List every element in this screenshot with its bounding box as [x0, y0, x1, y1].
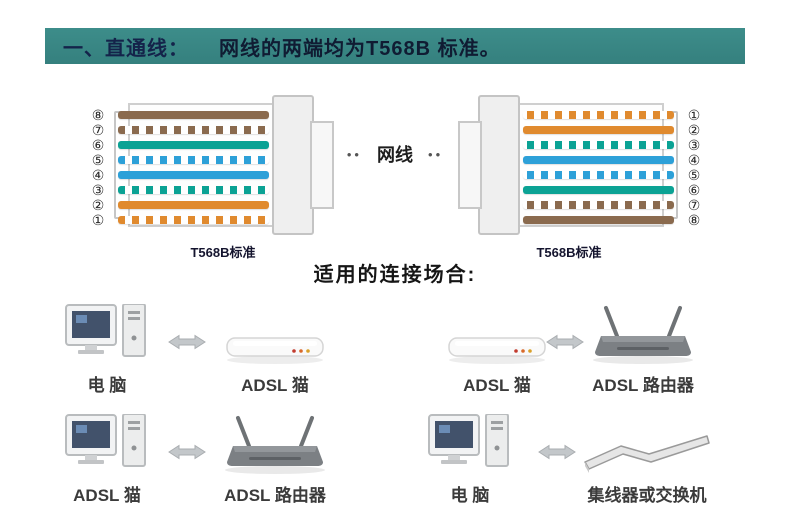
section-header: 一、直通线： 网线的两端均为T568B 标准。: [45, 28, 745, 64]
hub-switch-icon: [572, 410, 722, 476]
device-cell-computer: ADSL 猫: [52, 410, 162, 506]
wire-stripe: [523, 216, 674, 224]
connector-nose: [272, 95, 314, 235]
connector-tip: [458, 121, 482, 209]
pin-number: ②: [687, 122, 701, 138]
pin-number: ⑧: [91, 107, 105, 123]
cable-dots-right: ••: [428, 147, 444, 162]
wire-stripe: [523, 141, 674, 149]
device-label: 集线器或交换机: [587, 486, 707, 505]
computer-icon: [52, 300, 162, 366]
pin-number: ⑤: [91, 152, 105, 168]
wire-stripe: [523, 201, 674, 209]
cable-label: •• 网线 ••: [310, 141, 480, 167]
connector-body: [118, 103, 274, 227]
computer-icon: [52, 410, 162, 476]
left-pin-numbers: ⑧ ⑦ ⑥ ⑤ ④ ③ ② ①: [86, 108, 110, 228]
cable-dots-left: ••: [346, 147, 362, 162]
connector-nose: [478, 95, 520, 235]
device-label: ADSL 路由器: [592, 376, 694, 395]
wire-stripe: [118, 171, 269, 179]
pin-number: ①: [91, 212, 105, 228]
connector-body: [518, 103, 674, 227]
adsl-router-icon: [205, 410, 345, 476]
standard-label-right: T568B标准: [536, 245, 602, 260]
wire-stripe: [118, 201, 269, 209]
rj45-connector-right: [458, 95, 678, 235]
right-pin-numbers: ① ② ③ ④ ⑤ ⑥ ⑦ ⑧: [682, 108, 706, 228]
device-cell-adsl-modem: ADSL 猫: [432, 300, 562, 396]
rj45-connector-left: [114, 95, 334, 235]
wire-stripe: [523, 186, 674, 194]
double-arrow-icon: [538, 444, 576, 465]
double-arrow-icon: [546, 334, 584, 355]
pin-number: ⑥: [687, 182, 701, 198]
wire-stripe: [118, 111, 269, 119]
device-cell-computer: 电 脑: [52, 300, 162, 396]
device-label: ADSL 猫: [463, 376, 531, 395]
pin-number: ③: [91, 182, 105, 198]
device-label: ADSL 猫: [241, 376, 309, 395]
device-label: ADSL 猫: [73, 486, 141, 505]
device-cell-computer: 电 脑: [415, 410, 525, 506]
wire-stripe: [118, 186, 269, 194]
device-cell-hub-switch: 集线器或交换机: [572, 410, 722, 506]
wire-stripe: [523, 171, 674, 179]
double-arrow-icon: [168, 444, 206, 465]
pin-number: ⑥: [91, 137, 105, 153]
wire-stripe: [118, 156, 269, 164]
pin-number: ⑧: [687, 212, 701, 228]
double-arrow-icon: [168, 334, 206, 355]
device-cell-adsl-modem: ADSL 猫: [210, 300, 340, 396]
pin-number: ⑦: [687, 197, 701, 213]
adsl-router-icon: [578, 300, 708, 366]
pin-number: ①: [687, 107, 701, 123]
cable-text: 网线: [377, 145, 413, 165]
device-label: ADSL 路由器: [224, 486, 326, 505]
wire-stripe: [118, 216, 269, 224]
device-label: 电 脑: [87, 376, 127, 395]
section-description: 网线的两端均为T568B 标准。: [219, 37, 501, 60]
wire-stripe: [523, 156, 674, 164]
computer-icon: [415, 410, 525, 476]
pin-number: ⑤: [687, 167, 701, 183]
wire-stripe: [118, 141, 269, 149]
adsl-modem-icon: [210, 300, 340, 366]
wire-stripe: [523, 126, 674, 134]
device-cell-adsl-router: ADSL 路由器: [205, 410, 345, 506]
pin-number: ⑦: [91, 122, 105, 138]
pin-number: ②: [91, 197, 105, 213]
connector-tip: [310, 121, 334, 209]
wire-stripe: [523, 111, 674, 119]
pin-number: ③: [687, 137, 701, 153]
pin-number: ④: [91, 167, 105, 183]
device-cell-adsl-router: ADSL 路由器: [578, 300, 708, 396]
scenarios-title: 适用的连接场合:: [313, 264, 477, 286]
adsl-modem-icon: [432, 300, 562, 366]
pin-number: ④: [687, 152, 701, 168]
section-number: 一、直通线：: [63, 37, 189, 60]
device-label: 电 脑: [450, 486, 490, 505]
standard-label-left: T568B标准: [190, 245, 256, 260]
wire-stripe: [118, 126, 269, 134]
